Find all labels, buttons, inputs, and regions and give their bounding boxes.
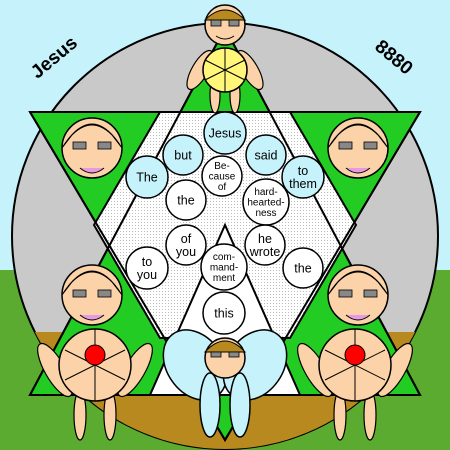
word-bubble-circle: [202, 291, 246, 335]
bottom-face-hair: [203, 340, 247, 353]
word-bubble-text: the: [294, 262, 311, 276]
word-bubble-text: hard-hearted-ness: [247, 187, 284, 219]
red-dot-left: [84, 344, 106, 366]
word-bubble-circle: [200, 243, 248, 291]
word-bubble-text: said: [255, 149, 278, 163]
word-bubble: said: [245, 134, 287, 176]
word-bubble-text: Jesus: [209, 127, 242, 141]
word-bubble-circle: [245, 134, 287, 176]
word-bubble-text: com-mand-ment: [210, 252, 238, 284]
top-figure: [186, 4, 264, 114]
word-bubble-text: the: [177, 194, 194, 208]
word-bubble-text: this: [214, 307, 233, 321]
word-bubble: hard-hearted-ness: [242, 178, 290, 226]
word-bubble: but: [162, 134, 204, 176]
face-bottom-right: [327, 264, 389, 326]
word-bubble-circle: [125, 246, 169, 290]
word-bubble-circle: [282, 247, 324, 289]
flower-right: [297, 328, 413, 441]
word-bubble-text: The: [136, 171, 158, 185]
word-bubble-circle: [244, 224, 286, 266]
word-bubble: Jesus: [203, 111, 247, 155]
word-bubble: the: [165, 179, 207, 221]
word-bubble: this: [202, 291, 246, 335]
word-bubble-circle: [162, 134, 204, 176]
word-bubble-circle: [201, 155, 243, 197]
red-dot-right: [344, 344, 366, 366]
word-bubble: The: [125, 155, 169, 199]
bottom-figure: [162, 329, 288, 438]
face-bottom-left: [61, 264, 123, 326]
word-bubble-circle: [203, 111, 247, 155]
word-bubble: com-mand-ment: [200, 243, 248, 291]
word-bubble-circle: [281, 155, 325, 199]
face-top-left: [61, 117, 123, 179]
word-bubble-circle: [165, 224, 207, 266]
word-bubble-circle: [125, 155, 169, 199]
word-bubble-circle: [165, 179, 207, 221]
word-bubble-text: but: [174, 149, 192, 163]
face-top-right: [327, 117, 389, 179]
word-bubble: the: [282, 247, 324, 289]
flower-left: [37, 328, 153, 441]
